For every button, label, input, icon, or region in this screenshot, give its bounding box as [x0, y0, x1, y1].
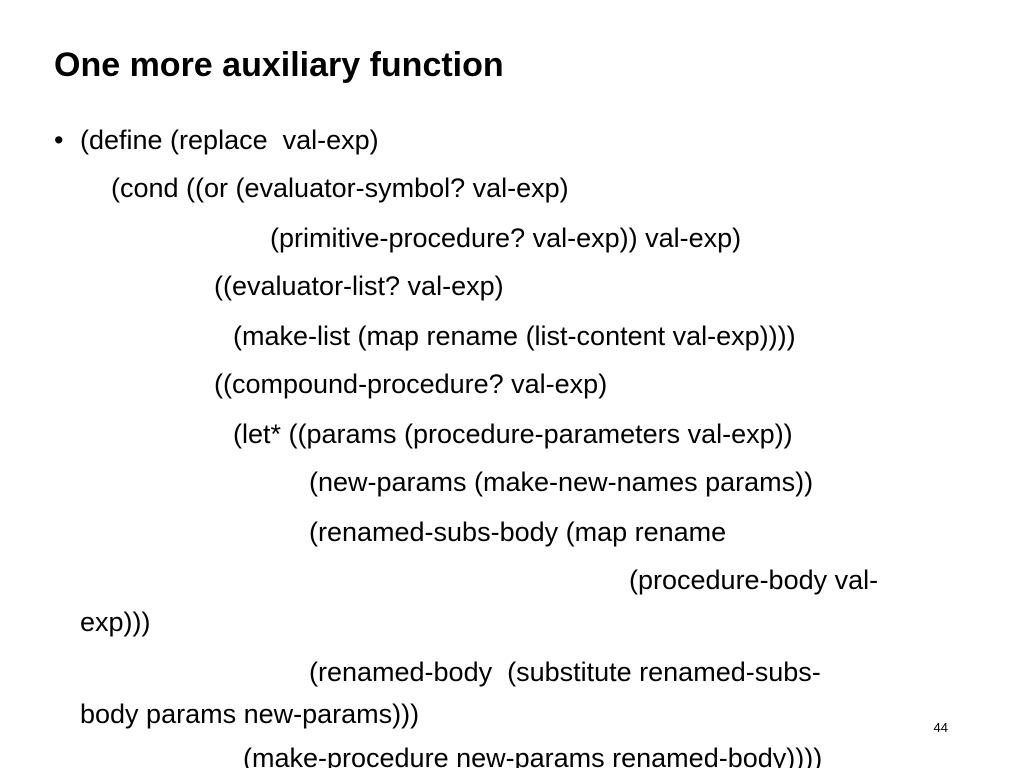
code-line-14: (make-procedure new-params renamed-body)… [243, 743, 823, 768]
code-line-10: (procedure-body val- [629, 565, 879, 595]
code-line-11: exp))) [80, 607, 151, 637]
code-line-13: body params new-params))) [80, 699, 420, 729]
slide-number: 44 [933, 720, 948, 735]
code-line-8: (new-params (make-new-names params)) [309, 467, 814, 497]
code-line-9: (renamed-subs-body (map rename [309, 517, 727, 547]
code-line-1: (define (replace val-exp) [80, 125, 379, 155]
code-line-4: ((evaluator-list? val-exp) [214, 271, 504, 301]
code-line-3: (primitive-procedure? val-exp)) val-exp) [270, 223, 742, 253]
code-line-6: ((compound-procedure? val-exp) [214, 369, 608, 399]
code-line-7: (let* ((params (procedure-parameters val… [233, 419, 793, 449]
code-line-5: (make-list (map rename (list-content val… [233, 321, 796, 351]
code-line-12: (renamed-body (substitute renamed-subs- [309, 657, 821, 687]
code-line-2: (cond ((or (evaluator-symbol? val-exp) [111, 173, 569, 203]
bullet-marker: • [54, 125, 64, 155]
slide-title: One more auxiliary function [54, 46, 504, 84]
